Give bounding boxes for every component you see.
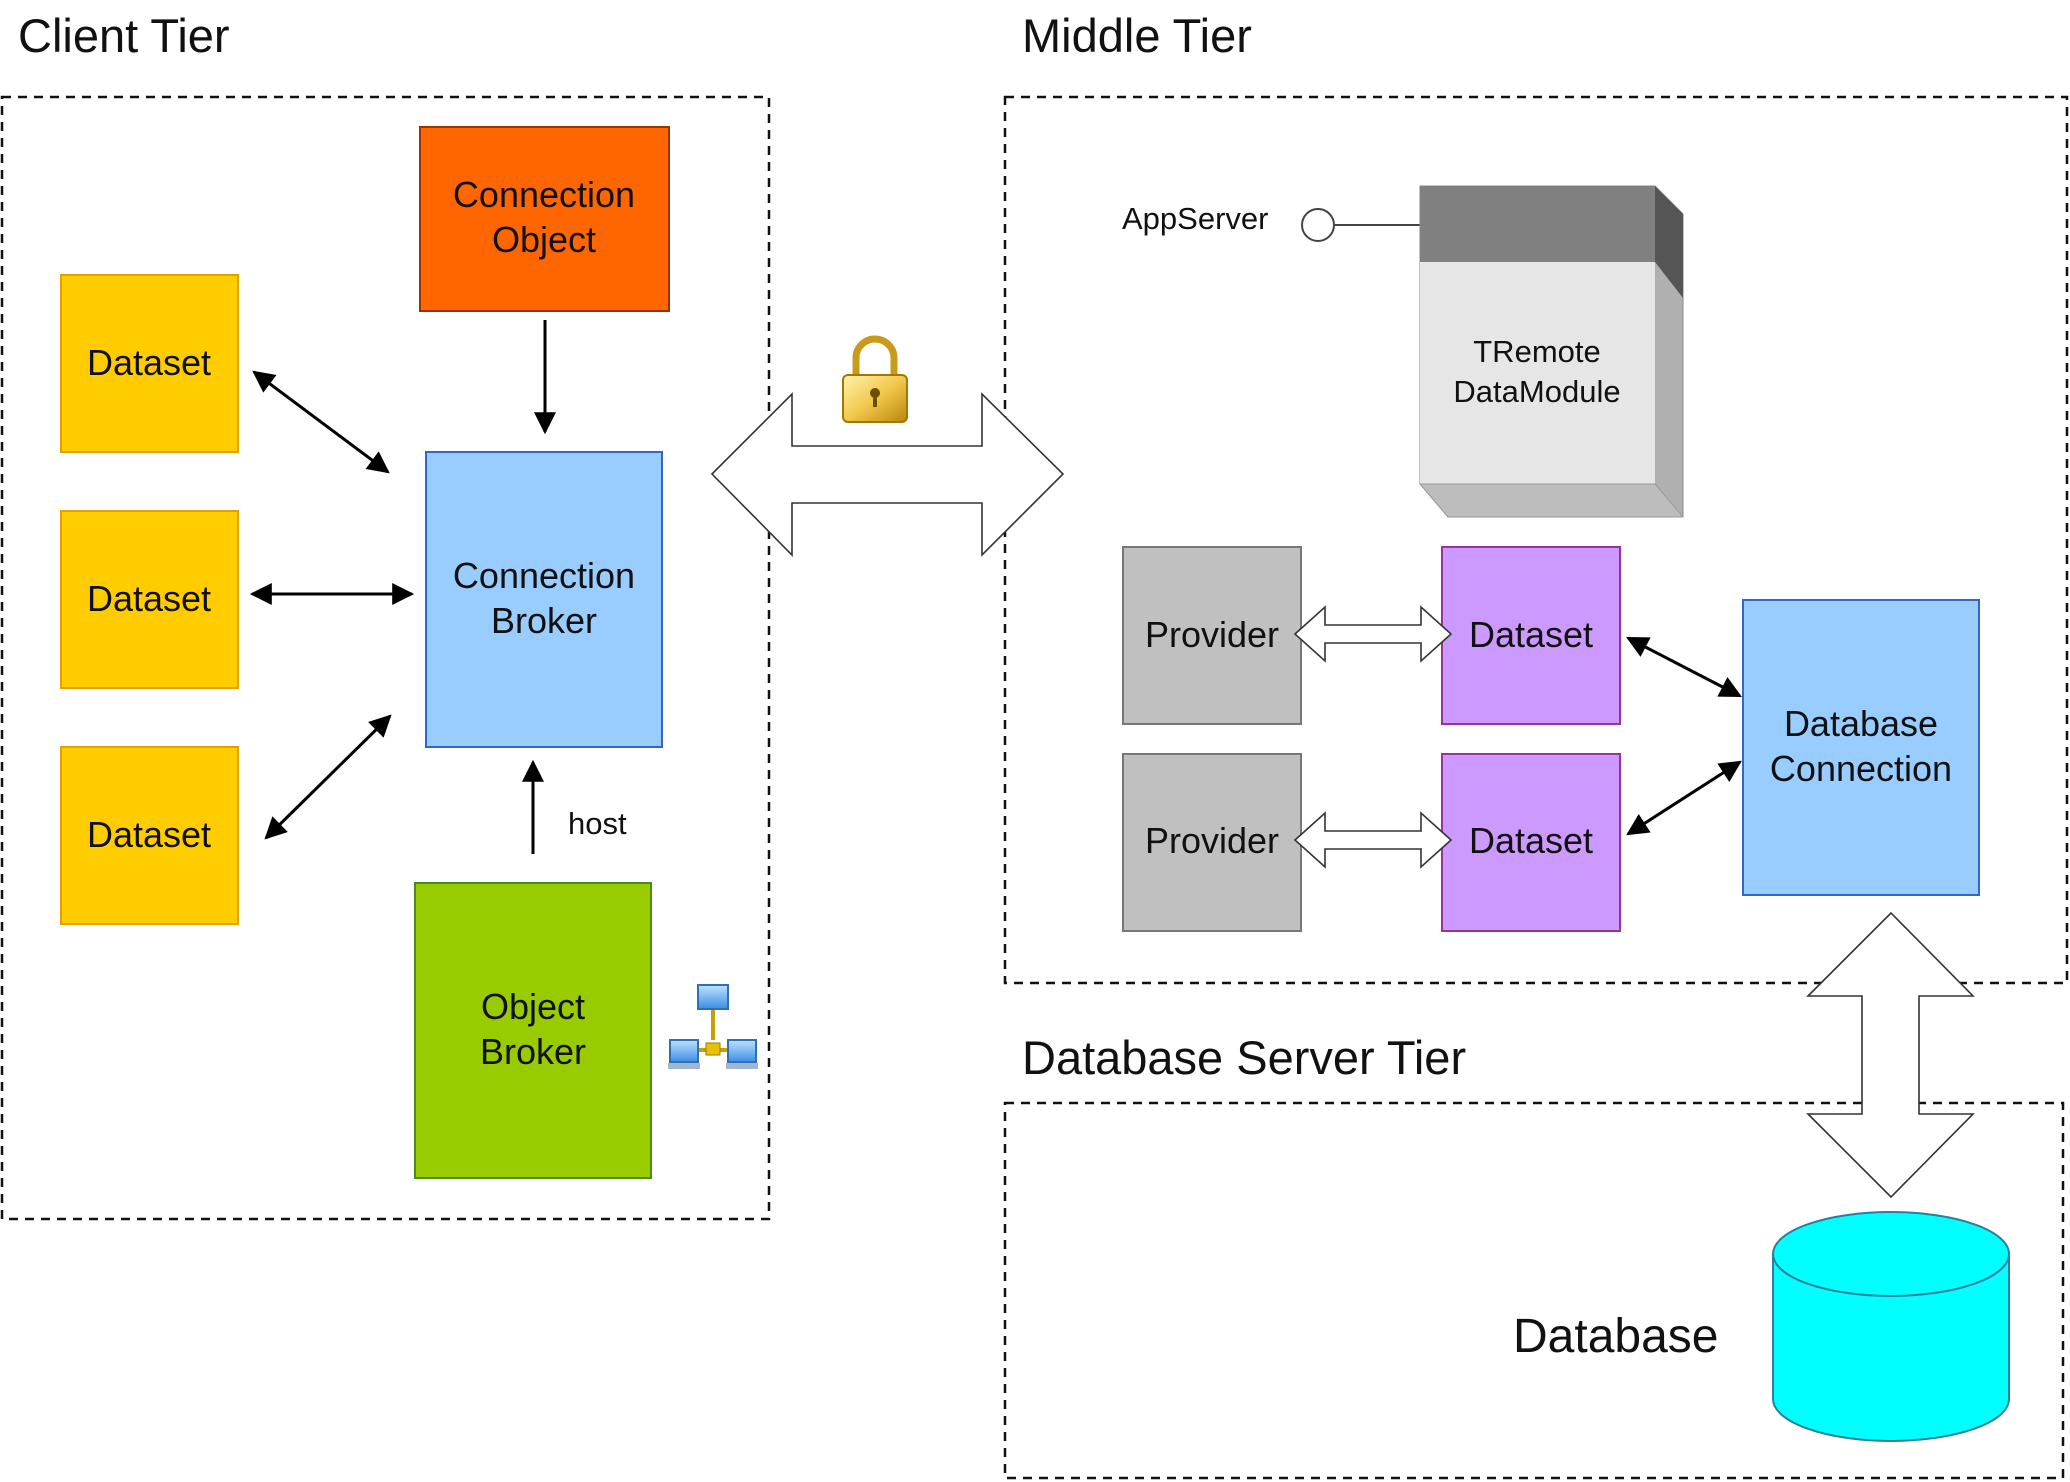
database-server-tier-frame: [1003, 1101, 2065, 1480]
database-connection-box[interactable]: Database Connection: [1742, 599, 1980, 896]
appserver-label: AppServer: [1122, 201, 1268, 236]
object-broker-box[interactable]: Object Broker: [414, 882, 652, 1179]
tremote-datamodule-box[interactable]: TRemote DataModule: [1418, 185, 1685, 518]
connection-object-box[interactable]: Connection Object: [419, 126, 670, 312]
dataset-1-broker-arrow: [252, 370, 390, 474]
client-dataset-1-label: Dataset: [87, 342, 211, 383]
client-dataset-3-label: Dataset: [87, 814, 211, 855]
network-computers-icon: [668, 984, 758, 1069]
database-cylinder-icon[interactable]: [1772, 1211, 2010, 1442]
provider-1-label: Provider: [1145, 614, 1279, 655]
dataset-3-broker-arrow: [264, 714, 392, 840]
client-dataset-3[interactable]: Dataset: [60, 746, 239, 925]
provider-1-dataset-arrow: [1293, 605, 1453, 663]
provider-2[interactable]: Provider: [1122, 753, 1302, 932]
tremote-label-2: DataModule: [1453, 374, 1620, 409]
provider-2-label: Provider: [1145, 820, 1279, 861]
connection-object-label-2: Object: [492, 219, 596, 260]
middle-dataset-1[interactable]: Dataset: [1441, 546, 1621, 725]
object-broker-label-2: Broker: [480, 1031, 586, 1072]
connection-broker-box[interactable]: Connection Broker: [425, 451, 663, 748]
middle-tier-frame: [1003, 95, 2069, 985]
client-middle-hollow-arrow: [710, 392, 1065, 557]
database-server-tier-title: Database Server Tier: [1022, 1031, 1466, 1084]
middle-database-hollow-arrow: [1806, 911, 1975, 1199]
connection-object-label-1: Connection: [453, 174, 635, 215]
middle-tier-title: Middle Tier: [1022, 9, 1252, 62]
client-dataset-2-label: Dataset: [87, 578, 211, 619]
tremote-label-1: TRemote: [1473, 334, 1600, 369]
middle-dataset-1-label: Dataset: [1469, 614, 1593, 655]
client-dataset-1[interactable]: Dataset: [60, 274, 239, 453]
client-tier-title: Client Tier: [18, 9, 230, 62]
provider-2-dataset-arrow: [1293, 811, 1453, 869]
dataset-2-dbconn-arrow: [1626, 760, 1742, 836]
database-connection-label-1: Database: [1784, 703, 1938, 744]
object-broker-label-1: Object: [481, 986, 585, 1027]
client-dataset-2[interactable]: Dataset: [60, 510, 239, 689]
dataset-1-dbconn-arrow: [1626, 636, 1742, 698]
database-connection-label-2: Connection: [1770, 748, 1952, 789]
provider-1[interactable]: Provider: [1122, 546, 1302, 725]
connection-broker-label-1: Connection: [453, 555, 635, 596]
middle-dataset-2[interactable]: Dataset: [1441, 753, 1621, 932]
connection-broker-label-2: Broker: [491, 600, 597, 641]
middle-dataset-2-label: Dataset: [1469, 820, 1593, 861]
client-tier-frame: [0, 95, 771, 1221]
appserver-interface-icon: [1301, 208, 1335, 242]
host-label: host: [568, 806, 627, 841]
database-label: Database: [1513, 1310, 1718, 1363]
padlock-icon: [842, 335, 908, 423]
